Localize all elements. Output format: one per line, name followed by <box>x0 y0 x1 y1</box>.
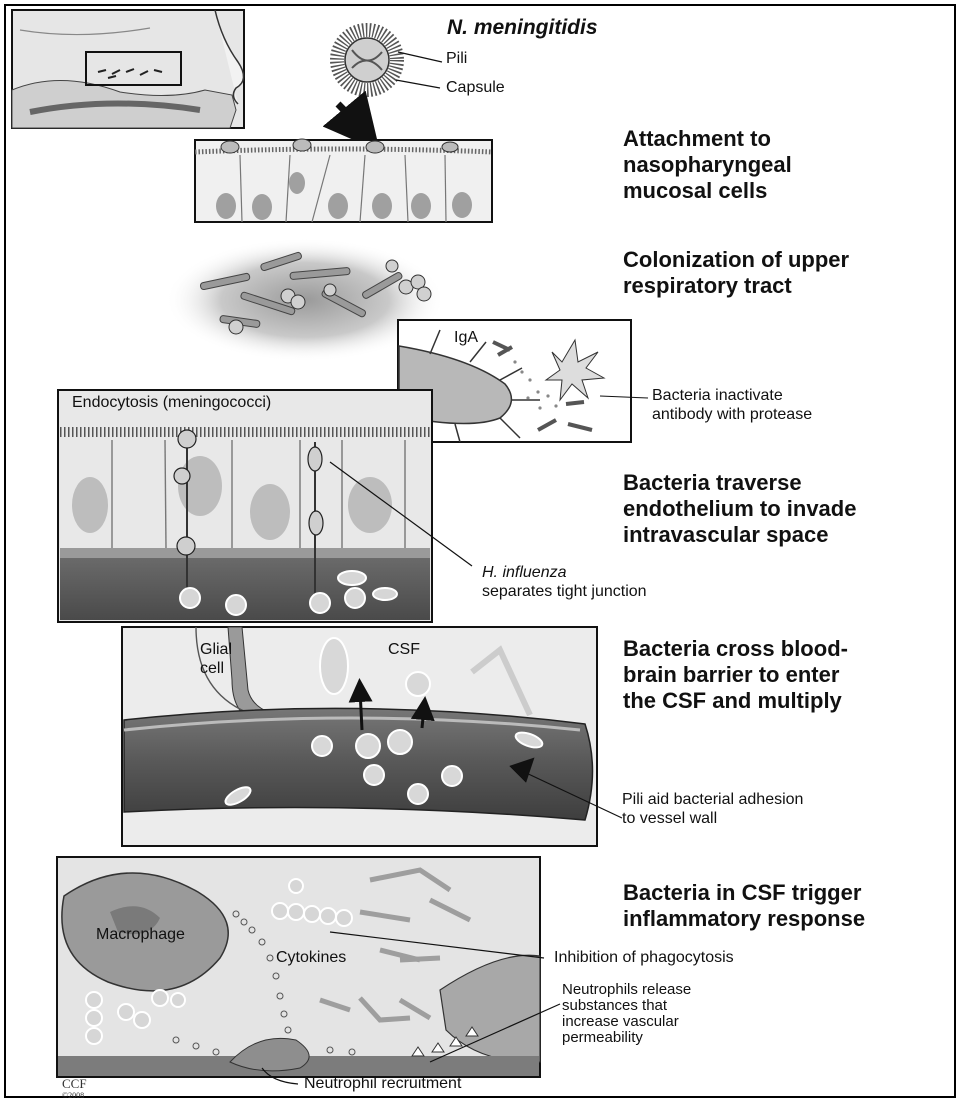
mucosal-cells-panel <box>195 139 492 222</box>
phagocytosis-note: Inhibition of phagocytosis <box>554 948 734 967</box>
inflammation-panel <box>57 857 560 1084</box>
endocytosis-label: Endocytosis (meningococci) <box>72 393 271 412</box>
pili-label: Pili <box>446 49 467 68</box>
neutrophils-note: Neutrophils release substances that incr… <box>562 982 691 1046</box>
csf-label: CSF <box>388 640 420 659</box>
macrophage-label: Macrophage <box>96 925 185 944</box>
iga-protease-inset <box>398 320 648 442</box>
neutrophil-recruitment-label: Neutrophil recruitment <box>304 1074 461 1093</box>
capsule-label: Capsule <box>446 78 505 97</box>
iga-label: IgA <box>454 328 478 347</box>
cytokines-label: Cytokines <box>276 948 346 967</box>
endothelium-panel <box>58 390 472 622</box>
credit-label: CCF©2008 <box>62 1077 87 1100</box>
blood-brain-barrier-panel <box>122 627 622 846</box>
step-cross-bbb: Bacteria cross blood-brain barrier to en… <box>623 636 848 714</box>
organism-name: N. meningitidis <box>447 16 598 40</box>
nasal-cavity-inset <box>12 10 244 128</box>
meningococcus-bacterium <box>337 30 442 130</box>
h-influenza-note: H. influenza separates tight junction <box>482 563 647 601</box>
